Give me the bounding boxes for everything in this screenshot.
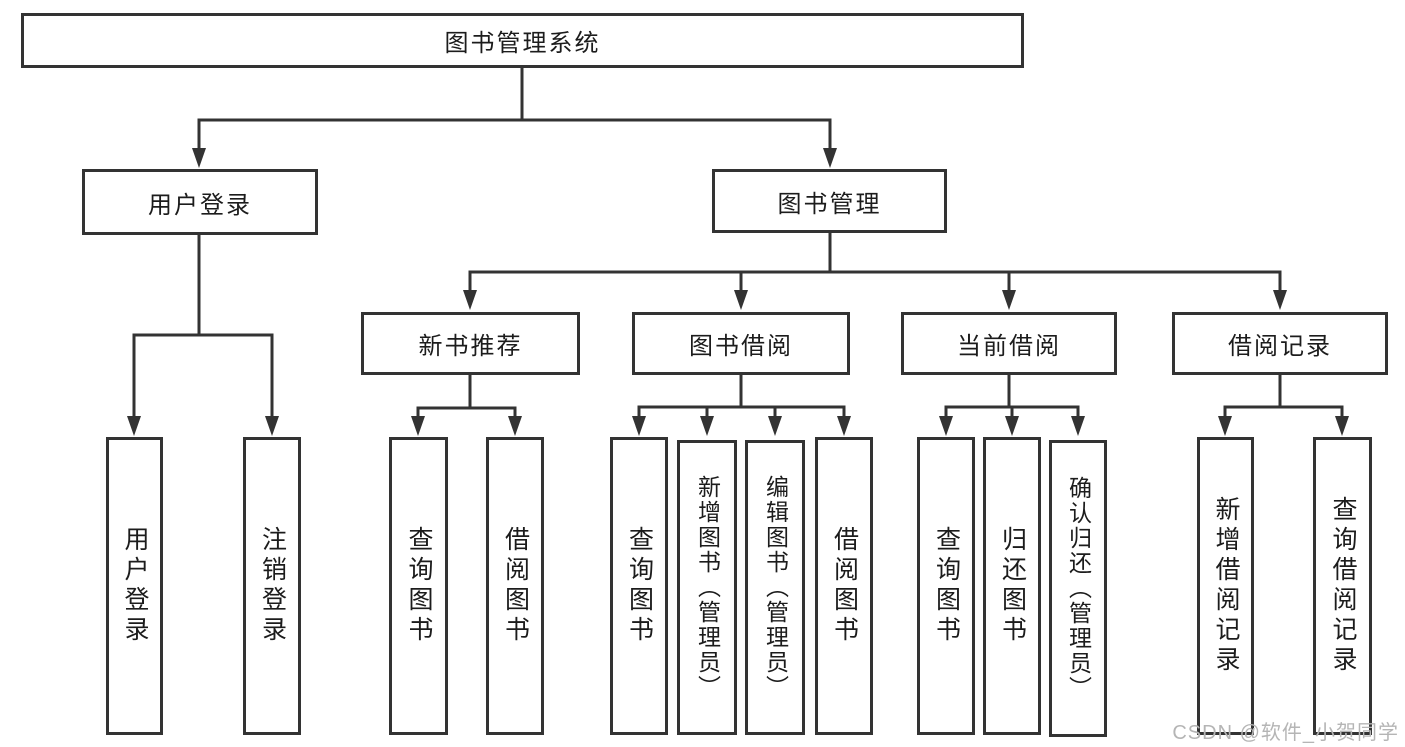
leaf-user-login: 用户登录: [106, 437, 163, 735]
leaf-query-books-recommend: 查询图书: [389, 437, 448, 735]
node-user-login-branch: 用户登录: [82, 169, 318, 235]
node-current-borrowing: 当前借阅: [901, 312, 1117, 375]
watermark: CSDN @软件_小贺同学: [1172, 722, 1399, 744]
leaf-add-books-admin: 新增图书（管理员）: [677, 440, 737, 735]
leaf-borrow-books: 借阅图书: [815, 437, 873, 735]
arrowheads: [127, 148, 1349, 436]
leaf-add-borrow-record: 新增借阅记录: [1197, 437, 1254, 735]
leaf-borrow-books-recommend: 借阅图书: [486, 437, 544, 735]
leaf-logout: 注销登录: [243, 437, 301, 735]
leaf-query-books-current: 查询图书: [917, 437, 975, 735]
node-new-book-recommend: 新书推荐: [361, 312, 580, 375]
leaf-confirm-return-admin: 确认归还（管理员）: [1049, 440, 1107, 737]
node-book-management-branch: 图书管理: [712, 169, 947, 233]
leaf-query-books-borrow: 查询图书: [610, 437, 668, 735]
node-library-management-system: 图书管理系统: [21, 13, 1024, 68]
leaf-query-borrow-record: 查询借阅记录: [1313, 437, 1372, 735]
node-borrowing-records: 借阅记录: [1172, 312, 1388, 375]
node-book-borrowing: 图书借阅: [632, 312, 850, 375]
leaf-edit-books-admin: 编辑图书（管理员）: [745, 440, 805, 735]
leaf-return-books: 归还图书: [983, 437, 1041, 735]
